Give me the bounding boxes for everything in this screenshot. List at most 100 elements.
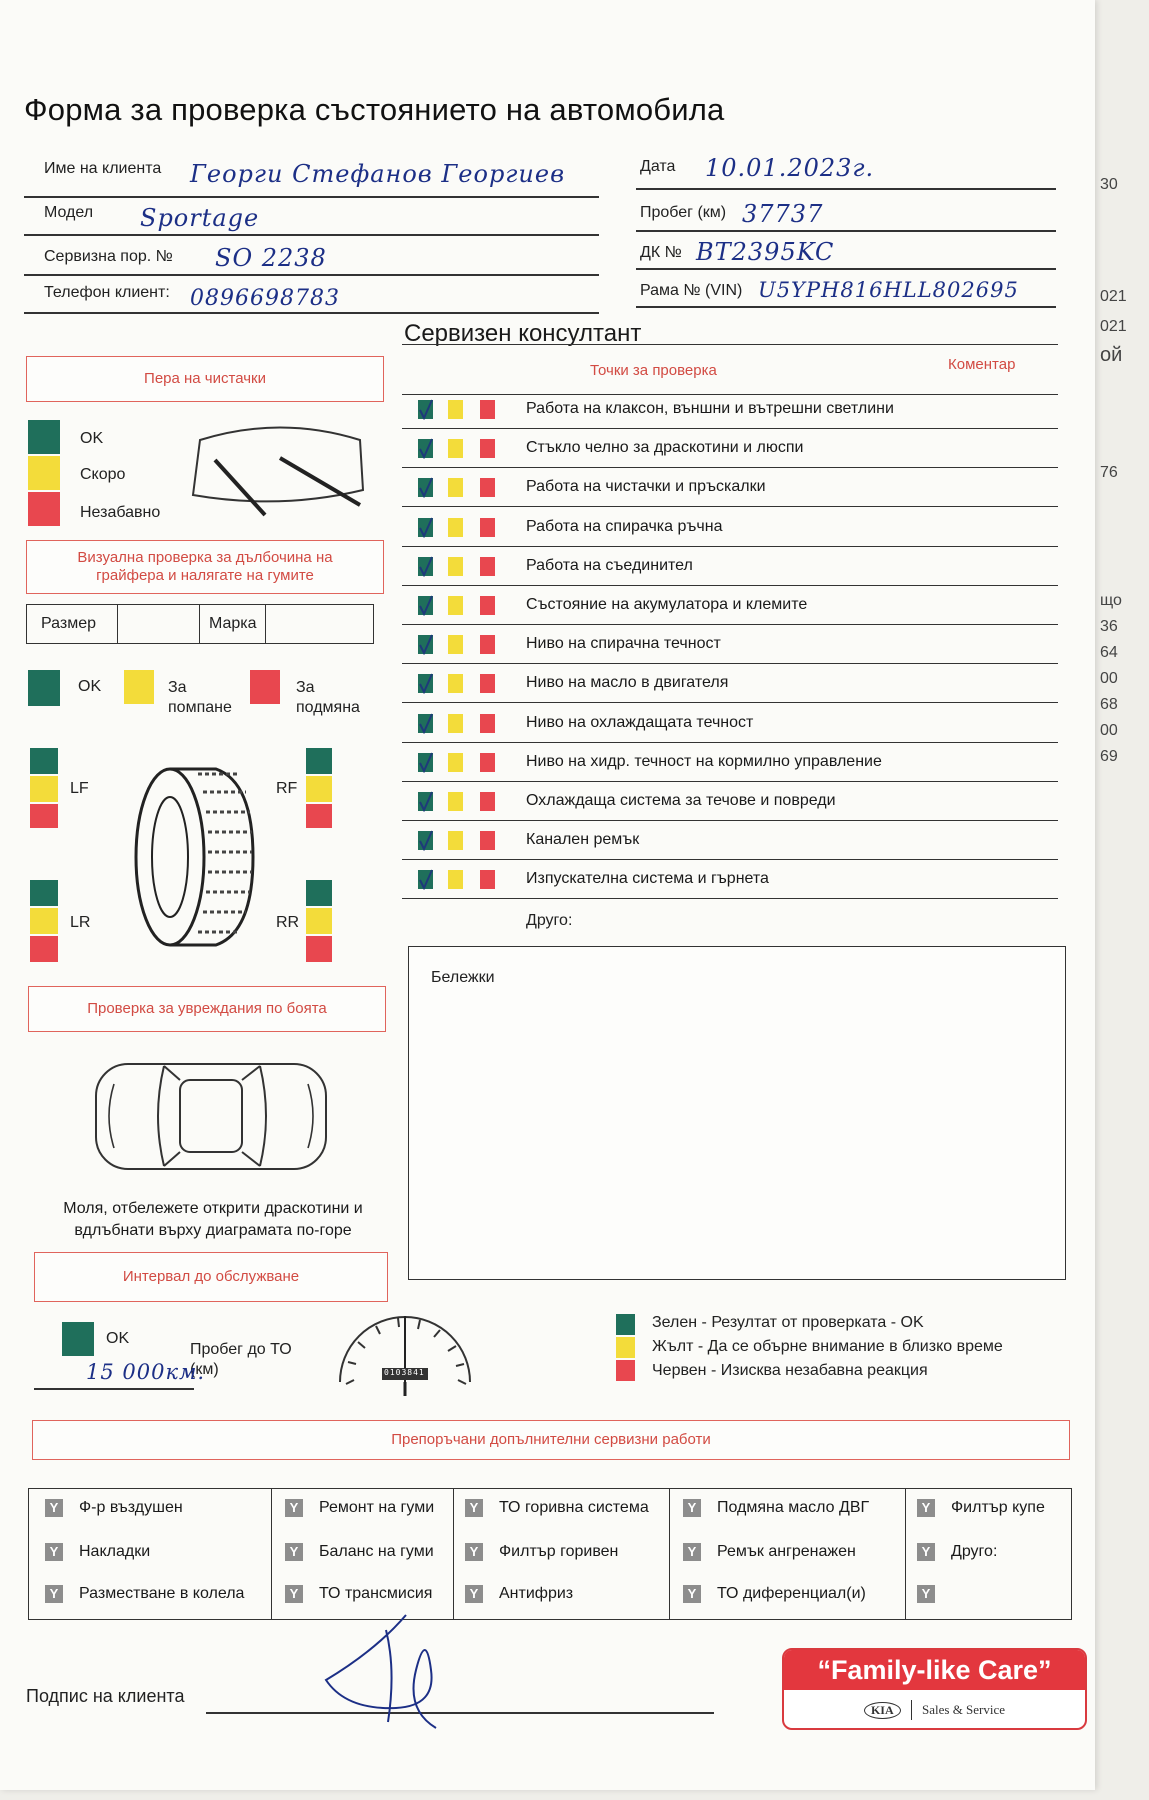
y-checkbox-icon[interactable]: Y <box>45 1585 63 1603</box>
status-yellow-checkbox[interactable] <box>448 831 463 850</box>
checkmark-icon <box>419 399 433 420</box>
plate-value[interactable]: BT2395KC <box>696 238 835 266</box>
status-red-checkbox[interactable] <box>480 478 495 497</box>
y-checkbox-icon[interactable]: Y <box>45 1499 63 1517</box>
form-sheet: Форма за проверка състоянието на автомоб… <box>0 0 1095 1790</box>
status-red-checkbox[interactable] <box>480 870 495 889</box>
status-yellow-checkbox[interactable] <box>448 439 463 458</box>
mileage-label: Пробег (км) <box>640 204 727 221</box>
status-red-checkbox[interactable] <box>480 674 495 693</box>
y-checkbox-icon[interactable]: Y <box>683 1585 701 1603</box>
check-status-swatches[interactable] <box>418 869 495 890</box>
checkmark-icon <box>419 634 433 655</box>
paint-note: Моля, отбележете открити драскотини и вд… <box>63 1200 363 1239</box>
client-name-label: Име на клиента <box>44 160 162 177</box>
status-yellow-swatch <box>124 670 154 704</box>
y-checkbox-icon[interactable]: Y <box>917 1499 935 1517</box>
model-label: Модел <box>44 204 94 221</box>
phone-value[interactable]: 0896698783 <box>190 286 340 311</box>
y-checkbox-icon[interactable]: Y <box>683 1499 701 1517</box>
service-no-value[interactable]: SO 2238 <box>215 244 327 272</box>
recommended-item-label: ТО трансмисия <box>319 1585 433 1602</box>
y-checkbox-icon[interactable]: Y <box>285 1585 303 1603</box>
status-yellow-checkbox[interactable] <box>448 792 463 811</box>
y-checkbox-icon[interactable]: Y <box>285 1543 303 1561</box>
checkmark-icon <box>419 556 433 577</box>
y-checkbox-icon[interactable]: Y <box>45 1543 63 1561</box>
status-yellow-checkbox[interactable] <box>448 400 463 419</box>
interval-mileage-value[interactable]: 15 000км. <box>86 1360 206 1384</box>
y-checkbox-icon[interactable]: Y <box>917 1543 935 1561</box>
status-red-checkbox[interactable] <box>480 792 495 811</box>
check-status-swatches[interactable] <box>418 399 495 420</box>
status-yellow-checkbox[interactable] <box>448 753 463 772</box>
check-status-swatches[interactable] <box>418 517 495 538</box>
check-status-swatches[interactable] <box>418 595 495 616</box>
mileage-value[interactable]: 37737 <box>742 200 824 228</box>
y-checkbox-icon[interactable]: Y <box>285 1499 303 1517</box>
check-status-swatches[interactable] <box>418 791 495 812</box>
consultant-heading: Сервизен консултант <box>404 320 642 347</box>
windshield-diagram-icon <box>191 426 365 517</box>
status-yellow-checkbox[interactable] <box>448 635 463 654</box>
status-red-checkbox[interactable] <box>480 596 495 615</box>
vin-value[interactable]: U5YPH816HLL802695 <box>758 278 1019 302</box>
recommended-item[interactable]: Y ТО трансмисия <box>285 1585 432 1603</box>
status-red-checkbox[interactable] <box>480 753 495 772</box>
recommended-item[interactable]: Y <box>917 1585 951 1603</box>
check-status-swatches[interactable] <box>418 752 495 773</box>
y-checkbox-icon[interactable]: Y <box>465 1585 483 1603</box>
status-red-checkbox[interactable] <box>480 400 495 419</box>
y-checkbox-icon[interactable]: Y <box>683 1543 701 1561</box>
status-red-checkbox[interactable] <box>480 518 495 537</box>
check-row-divider <box>402 820 1058 822</box>
y-checkbox-icon[interactable]: Y <box>465 1543 483 1561</box>
status-yellow-checkbox[interactable] <box>448 870 463 889</box>
status-yellow-checkbox[interactable] <box>448 557 463 576</box>
status-yellow-checkbox[interactable] <box>448 674 463 693</box>
status-yellow-checkbox[interactable] <box>448 714 463 733</box>
tyre-legend-ok: OK <box>78 678 102 695</box>
status-red-checkbox[interactable] <box>480 557 495 576</box>
status-yellow-checkbox[interactable] <box>448 518 463 537</box>
check-status-swatches[interactable] <box>418 477 495 498</box>
check-status-swatches[interactable] <box>418 830 495 851</box>
check-status-swatches[interactable] <box>418 556 495 577</box>
check-item-label: Ниво на хидр. течност на кормилно управл… <box>526 753 882 770</box>
status-yellow-checkbox[interactable] <box>448 478 463 497</box>
tyre-legend-pump: За помпане <box>168 679 232 716</box>
check-status-swatches[interactable] <box>418 438 495 459</box>
check-item-label: Охлаждаща система за течове и повреди <box>526 792 836 809</box>
check-status-swatches[interactable] <box>418 634 495 655</box>
check-status-swatches[interactable] <box>418 673 495 694</box>
check-status-swatches[interactable] <box>418 713 495 734</box>
car-top-view-icon[interactable] <box>92 1054 332 1179</box>
status-yellow-checkbox[interactable] <box>448 596 463 615</box>
date-value[interactable]: 10.01.2023г. <box>705 154 875 182</box>
y-checkbox-icon[interactable]: Y <box>917 1585 935 1603</box>
y-checkbox-icon[interactable]: Y <box>465 1499 483 1517</box>
model-value[interactable]: Sportage <box>140 204 260 232</box>
notes-box[interactable]: Бележки <box>408 946 1066 1280</box>
checkmark-icon <box>419 595 433 616</box>
tyre-size-table: Размер Марка <box>26 604 374 644</box>
status-red-checkbox[interactable] <box>480 635 495 654</box>
status-red-checkbox[interactable] <box>480 714 495 733</box>
status-red-checkbox[interactable] <box>480 831 495 850</box>
status-red-checkbox[interactable] <box>480 439 495 458</box>
client-name-value[interactable]: Георги Стефанов Георгиев <box>190 160 566 188</box>
ghost-page-text: 021 <box>1100 288 1127 305</box>
